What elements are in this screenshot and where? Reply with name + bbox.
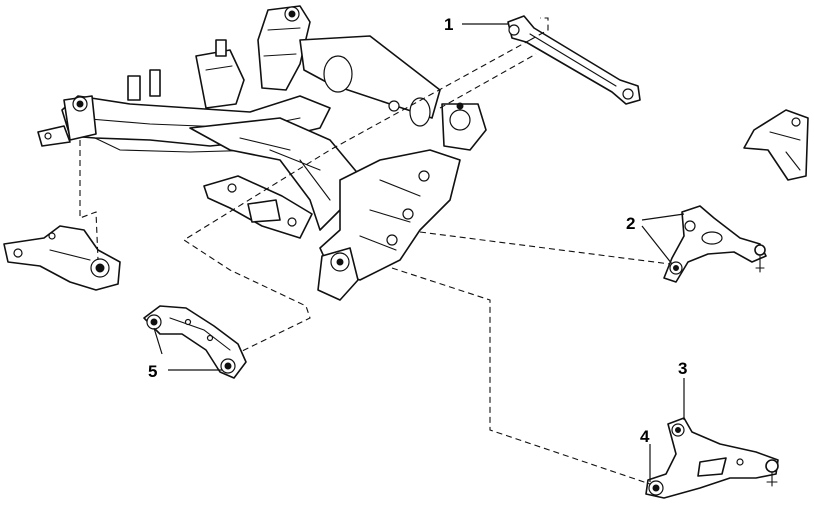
left-lower-mount xyxy=(3,225,121,291)
callout-4: 4 xyxy=(640,427,650,446)
assembly-lines xyxy=(79,17,671,485)
callout-5: 5 xyxy=(148,362,157,381)
lower-link-arm xyxy=(143,305,247,379)
callout-1: 1 xyxy=(444,15,453,34)
callout-2: 2 xyxy=(626,214,635,233)
callout-3: 3 xyxy=(678,359,687,378)
upper-control-arm xyxy=(663,205,767,283)
right-mount-bracket xyxy=(743,109,809,181)
rear-subframe xyxy=(37,5,487,301)
callout-leaders xyxy=(153,23,685,482)
upper-link-rod xyxy=(507,15,641,105)
lower-control-arm xyxy=(645,417,779,499)
